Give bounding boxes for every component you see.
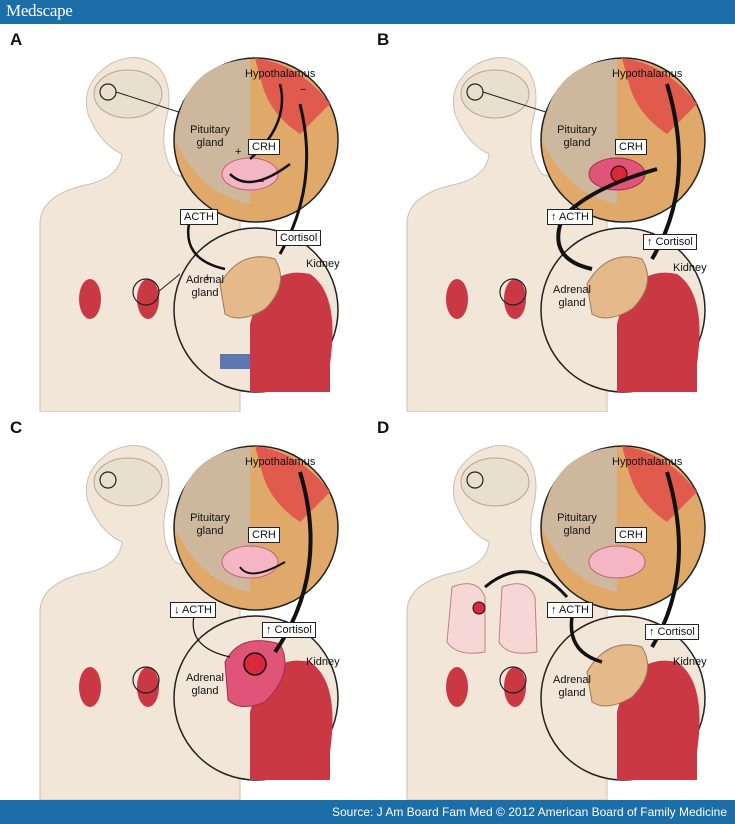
crh-box: CRH <box>248 527 280 543</box>
hypothalamus-label: Hypothalamus <box>245 456 316 468</box>
acth-box-d: ↑ ACTH <box>547 602 593 618</box>
hypothalamus-label: Hypothalamus <box>612 456 683 468</box>
panel-a-illustration <box>39 57 339 412</box>
pituitary-label: Pituitary gland <box>557 124 597 149</box>
hypothalamus-label: Hypothalamus <box>612 68 683 80</box>
acth-box-a: ACTH <box>180 209 218 225</box>
panel-d-letter: D <box>377 418 390 437</box>
panel-b-illustration <box>406 57 706 412</box>
cortisol-box-c: ↑ Cortisol <box>262 622 316 638</box>
pituitary-label: Pituitary gland <box>557 512 597 537</box>
crh-box: CRH <box>248 139 280 155</box>
adrenal-label: Adrenal gland <box>186 672 224 697</box>
crh-box: CRH <box>615 139 647 155</box>
hypothalamus-label: Hypothalamus <box>245 68 316 80</box>
plus-sign-1: + <box>235 146 242 158</box>
brand-logo: Medscape <box>6 1 73 20</box>
source-credit: Source: J Am Board Fam Med © 2012 Americ… <box>331 805 727 819</box>
kidney-label: Kidney <box>673 262 707 274</box>
header-bar: Medscape <box>0 0 735 24</box>
adrenal-label: Adrenal gland <box>553 674 591 699</box>
cortisol-box-d: ↑ Cortisol <box>645 624 699 640</box>
minus-sign-2: − <box>258 176 265 188</box>
pituitary-label: Pituitary gland <box>190 124 230 149</box>
panel-c: C Hypothalamus Pituitary gland CRH ↓ ACT… <box>0 412 367 800</box>
footer-bar: Source: J Am Board Fam Med © 2012 Americ… <box>0 800 735 824</box>
panel-b: B Hypothalamus Pituitary gland CRH ↑ ACT… <box>367 24 734 412</box>
minus-sign-1: − <box>300 84 307 96</box>
panel-c-letter: C <box>10 418 23 437</box>
cortisol-box-b: ↑ Cortisol <box>643 234 697 250</box>
adrenal-label: Adrenal gland <box>553 284 591 309</box>
kidney-label: Kidney <box>306 258 340 270</box>
adrenal-label: Adrenal gland <box>186 274 224 299</box>
panel-c-illustration <box>39 445 339 800</box>
panel-d: D Hypothalamus Pituitary gland CRH ↑ ACT… <box>367 412 734 800</box>
cortisol-box-a: Cortisol <box>276 230 322 246</box>
panel-b-letter: B <box>377 30 390 49</box>
panel-a: A Hypothalamus Pituitary gland CRH ACTH … <box>0 24 367 412</box>
acth-box-b: ↑ ACTH <box>547 209 593 225</box>
kidney-label: Kidney <box>673 656 707 668</box>
kidney-label: Kidney <box>306 656 340 668</box>
acth-box-c: ↓ ACTH <box>170 602 216 618</box>
panel-a-letter: A <box>10 30 23 49</box>
pituitary-label: Pituitary gland <box>190 512 230 537</box>
plus-sign-2: + <box>204 272 211 284</box>
crh-box: CRH <box>615 527 647 543</box>
